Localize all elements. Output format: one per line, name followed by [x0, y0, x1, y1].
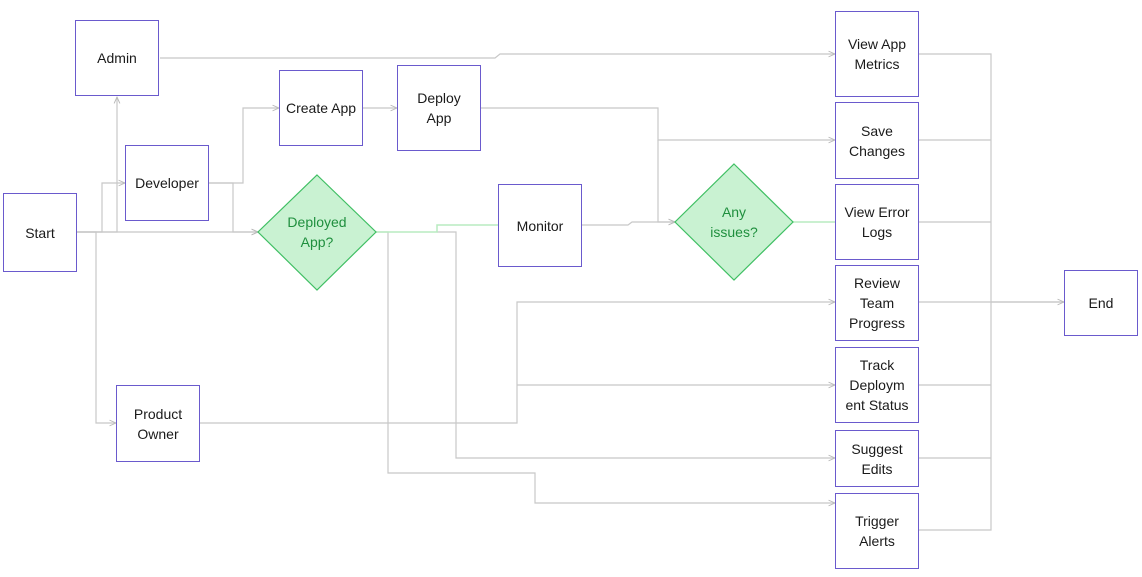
node-view-error-logs-label: View Error Logs [844, 204, 910, 240]
node-developer[interactable]: Developer [125, 145, 209, 221]
edge-to-end [919, 53, 1064, 531]
edge-admin-view-metrics [160, 54, 835, 59]
node-save-changes[interactable]: Save Changes [835, 102, 919, 179]
node-view-error-logs[interactable]: View Error Logs [835, 184, 919, 260]
decision-deployed-app[interactable]: Deployed App? [276, 207, 358, 257]
edge-deployed-monitor [376, 224, 498, 233]
node-product-owner[interactable]: Product Owner [116, 385, 200, 462]
node-review-team-progress-label: Review Team Progress [848, 275, 906, 331]
node-developer-label: Developer [135, 175, 199, 191]
node-view-app-metrics[interactable]: View App Metrics [835, 11, 919, 97]
edge-start-developer [76, 183, 125, 233]
node-track-deployment-status[interactable]: Track Deploym ent Status [835, 347, 919, 423]
node-review-team-progress[interactable]: Review Team Progress [835, 265, 919, 341]
edge-deployed-trigger-alerts [376, 231, 835, 503]
node-admin[interactable]: Admin [75, 20, 159, 96]
edge-deployed-suggest-edits [437, 231, 835, 458]
node-monitor[interactable]: Monitor [498, 184, 582, 267]
edge-start-admin [76, 97, 117, 233]
node-track-deployment-status-label: Track Deploym ent Status [845, 357, 909, 413]
node-deploy-app[interactable]: Deploy App [397, 65, 481, 151]
node-start-label: Start [25, 224, 55, 241]
node-suggest-edits-label: Suggest Edits [851, 440, 903, 477]
node-view-app-metrics-label: View App Metrics [847, 36, 907, 72]
edge-product-owner-review [200, 302, 835, 424]
edge-deploy-app-any-issues [657, 140, 675, 222]
edge-developer-deployed-app [209, 182, 258, 232]
node-product-owner-label: Product Owner [133, 405, 183, 442]
decision-deployed-app-label: Deployed App? [287, 214, 347, 250]
decision-any-issues-shape [674, 163, 794, 281]
node-end[interactable]: End [1064, 270, 1138, 336]
node-trigger-alerts[interactable]: Trigger Alerts [835, 493, 919, 569]
node-monitor-label: Monitor [516, 217, 564, 234]
edge-deploy-app-save-changes [481, 107, 835, 140]
node-start[interactable]: Start [3, 193, 77, 272]
decision-any-issues[interactable]: Any issues? [694, 197, 774, 247]
edge-monitor-any-issues [582, 222, 675, 226]
node-suggest-edits[interactable]: Suggest Edits [835, 430, 919, 487]
node-deploy-app-label: Deploy App [417, 90, 461, 126]
node-save-changes-label: Save Changes [848, 122, 906, 159]
edge-developer-create-app [209, 108, 279, 184]
node-end-label: End [1088, 295, 1114, 311]
node-create-app-label: Create App [285, 100, 357, 116]
decision-any-issues-label: Any issues? [710, 204, 758, 240]
node-trigger-alerts-label: Trigger Alerts [855, 513, 899, 549]
node-create-app[interactable]: Create App [279, 70, 363, 146]
node-admin-label: Admin [97, 50, 137, 66]
edge-start-product-owner [76, 231, 116, 423]
decision-deployed-app-shape [257, 174, 377, 291]
